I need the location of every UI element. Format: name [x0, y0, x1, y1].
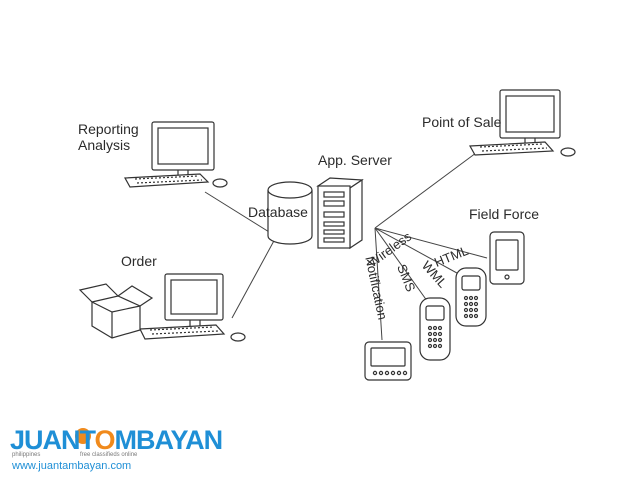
mobile-phone-left-icon — [420, 298, 450, 360]
label-order: Order — [121, 253, 157, 269]
label-field-force: Field Force — [469, 206, 539, 222]
reporting-computer-icon — [125, 122, 227, 187]
juantambayan-logo: JUANTOMBAYAN philippines free classified… — [10, 425, 210, 475]
pager-device-icon — [365, 342, 411, 380]
label-reporting: Reporting Analysis — [78, 121, 139, 153]
label-database: Database — [248, 204, 308, 220]
label-app-server: App. Server — [318, 152, 392, 168]
label-point-of-sale: Point of Sale — [422, 114, 501, 130]
app-server-tower-icon — [318, 178, 362, 248]
mobile-phone-right-icon — [456, 268, 486, 326]
logo-tagline: free classifieds online — [80, 452, 137, 458]
logo-url: www.juantambayan.com — [12, 460, 131, 472]
order-computer-icon — [140, 274, 245, 341]
field-force-pda-icon — [490, 232, 524, 284]
logo-location: philippines — [12, 452, 40, 458]
